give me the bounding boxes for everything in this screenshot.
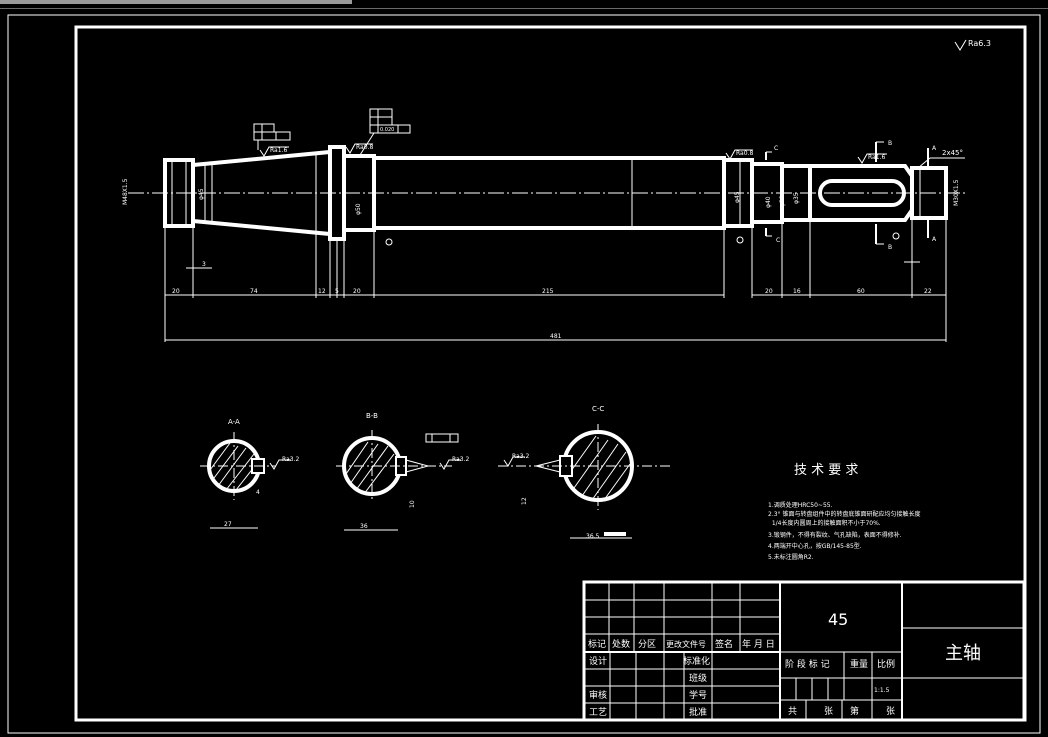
- stage-label: 比例: [877, 658, 895, 670]
- outer-border: [7, 14, 1041, 734]
- datum-circle: [736, 236, 744, 244]
- svg-text:36.5: 36.5: [586, 533, 600, 540]
- title-block: 45 主轴 标记 处数 分区 更改文件号 签名 年 月 日 设计 审核 工艺 标…: [582, 580, 1026, 722]
- stage-label: 重量: [850, 658, 868, 670]
- mid-label: 班级: [689, 672, 707, 684]
- row-label: 标记: [588, 638, 606, 650]
- left-label: 工艺: [589, 707, 607, 718]
- tolerance-frames: 0.020: [253, 108, 411, 156]
- tech-item: 1/4长度内圆周上的接触面积不小于70%.: [768, 519, 881, 527]
- svg-text:10: 10: [409, 500, 416, 508]
- dimension-lines: [164, 218, 947, 342]
- svg-text:C: C: [774, 145, 778, 152]
- mid-label: 批准: [689, 706, 707, 718]
- section-view-a: A-A Ra3.2 27 4: [200, 418, 299, 529]
- section-view-b: B-B Ra3.2 36 10: [336, 412, 469, 531]
- svg-text:B: B: [888, 244, 892, 251]
- svg-text:Ra0.8: Ra0.8: [736, 150, 753, 157]
- end-thread-section: [910, 166, 948, 220]
- svg-text:12: 12: [521, 497, 528, 505]
- roughness-symbol-icon: [954, 39, 967, 51]
- left-label: 设计: [589, 655, 607, 667]
- diameter-label: φ35: [793, 192, 800, 204]
- diameter-label: φ50: [355, 203, 362, 215]
- diameter-label: φ45: [734, 191, 741, 203]
- row-label: 年 月 日: [742, 638, 775, 650]
- mid-label: 学号: [689, 689, 707, 701]
- tech-title: 技 术 要 求: [794, 463, 858, 478]
- dim-label: 74: [250, 288, 258, 295]
- diameter-label: φ40: [765, 196, 772, 208]
- section-markers: C C B B A A: [765, 140, 937, 251]
- diameter-label: φ45: [198, 188, 205, 200]
- top-window-strip: [0, 0, 1048, 10]
- bottom-label: 张: [824, 706, 833, 717]
- row-label: 更改文件号: [666, 639, 706, 649]
- section-title: A-A: [228, 418, 240, 426]
- main-shaft-view: M48X1.5 φ45 φ50 φ45 φ40 φ35 φ38 M30X1.5 …: [122, 108, 968, 342]
- scale-label: 1:1.5: [874, 687, 890, 694]
- material-label: 45: [828, 610, 848, 629]
- dim-label: 20: [765, 288, 773, 295]
- section-view-c: C-C Ra3.2 36.5 12: [498, 405, 670, 540]
- keyway-slot: [818, 179, 906, 207]
- svg-text:A: A: [932, 236, 937, 243]
- dim-label: 22: [924, 288, 932, 295]
- dim-overall-label: 481: [550, 333, 562, 340]
- dim-label: 16: [793, 288, 801, 295]
- diameter-label: φ38: [779, 195, 786, 207]
- tech-item: 4.两端开中心孔，按GB/145-85型.: [768, 542, 862, 550]
- bottom-label: 第: [850, 705, 859, 717]
- dim-label-small: 3: [202, 261, 206, 268]
- chamfer-label: 2x45°: [942, 149, 963, 157]
- diameter-label: M48X1.5: [122, 178, 129, 205]
- svg-text:C: C: [776, 237, 780, 244]
- scrollbar-remnant: [0, 0, 352, 4]
- dim-label: 60: [857, 288, 865, 295]
- left-thread-section: [163, 158, 195, 228]
- dim-label: 12: [318, 288, 326, 295]
- row-label: 分区: [638, 639, 656, 650]
- bottom-label: 共: [788, 706, 797, 717]
- section-title: C-C: [592, 405, 604, 413]
- bottom-label: 张: [886, 706, 895, 717]
- tech-item: 5.未标注圆角R2.: [768, 553, 814, 561]
- svg-text:Ra1.6: Ra1.6: [270, 147, 287, 154]
- svg-text:0.020: 0.020: [380, 127, 394, 133]
- datum-circle: [892, 232, 900, 240]
- section-title: B-B: [366, 412, 378, 420]
- tech-item: 3.锻钢件，不得有裂纹、气孔缺陷，表面不得修补.: [768, 531, 902, 539]
- svg-text:A: A: [932, 145, 937, 152]
- tech-item: 2.3° 锥面与转盘组件中的转盘底锥面研配应均匀接触长度: [768, 510, 920, 518]
- row-label: 处数: [612, 638, 630, 650]
- svg-text:27: 27: [224, 521, 232, 528]
- top-divider: [0, 8, 1048, 9]
- svg-text:4: 4: [256, 489, 260, 496]
- diameter-label: M30X1.5: [953, 179, 960, 206]
- dim-label: 5: [335, 288, 339, 295]
- dim-label: 20: [353, 288, 361, 295]
- inner-frame: [74, 25, 1027, 722]
- datum-circle: [385, 238, 393, 246]
- svg-text:Ra3.2: Ra3.2: [282, 456, 299, 463]
- mid-label: 标准化: [683, 655, 710, 667]
- left-label: 审核: [589, 689, 607, 701]
- top-roughness-label: Ra6.3: [968, 39, 991, 48]
- svg-text:Ra3.2: Ra3.2: [452, 456, 469, 463]
- dim-label: 20: [172, 288, 180, 295]
- row-label: 签名: [715, 638, 733, 650]
- stage-label: 阶 段 标 记: [785, 658, 830, 670]
- svg-text:B: B: [888, 140, 892, 147]
- svg-text:Ra3.2: Ra3.2: [512, 453, 529, 460]
- svg-text:36: 36: [360, 523, 368, 530]
- roughness-marks: Ra1.6 Ra0.8 Ra0.8 Ra1.6: [259, 143, 887, 164]
- tech-requirements: 技 术 要 求 1.调质处理HRC50~55. 2.3° 锥面与转盘组件中的转盘…: [768, 463, 920, 561]
- part-name: 主轴: [945, 643, 981, 664]
- dim-label: 215: [542, 288, 554, 295]
- tech-item: 1.调质处理HRC50~55.: [768, 501, 833, 509]
